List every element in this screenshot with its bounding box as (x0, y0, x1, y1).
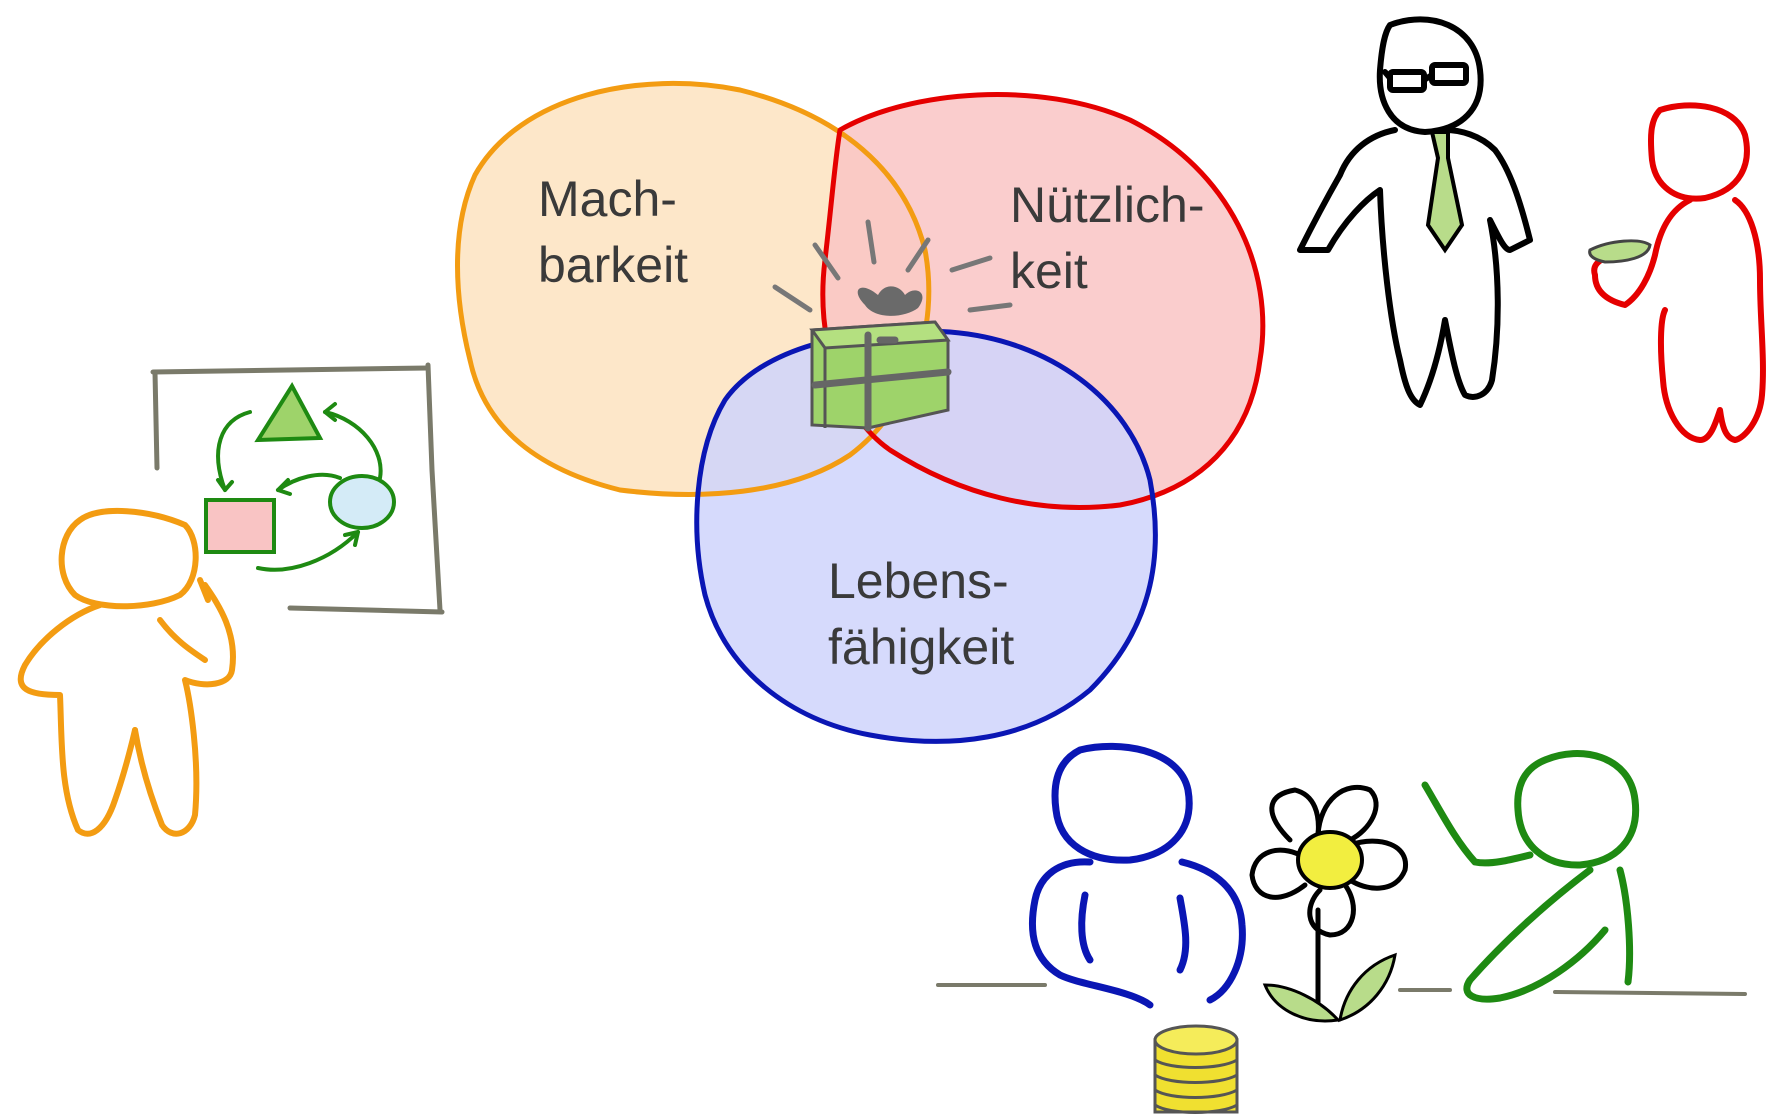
usefulness-label-line1: Nützlich- (1010, 177, 1204, 233)
feasibility-label-line1: Mach- (538, 171, 677, 227)
circle-usefulness-outline (820, 92, 1266, 510)
viability-label-line1: Lebens- (828, 553, 1009, 609)
circle-viability-fill (696, 330, 1156, 742)
investor-figure (1029, 742, 1246, 1009)
gift-box-icon (772, 219, 1013, 432)
orange-person-figure (17, 508, 236, 837)
manager-figure (1297, 16, 1533, 408)
entrepreneur-figure (1421, 750, 1640, 1003)
venn-diagram: Mach- barkeit Nützlich- keit Lebens- fäh… (455, 80, 1266, 744)
viability-label-line2: fähigkeit (828, 619, 1014, 675)
customer-figure (1588, 102, 1766, 443)
coin-stack-icon (1153, 1024, 1239, 1114)
whiteboard-process-icon (150, 362, 445, 615)
table-surface (936, 983, 1747, 996)
usefulness-label-line2: keit (1010, 243, 1088, 299)
feasibility-label-line2: barkeit (538, 237, 688, 293)
circle-viability-outline (694, 328, 1158, 744)
flower-icon (1249, 784, 1408, 1023)
